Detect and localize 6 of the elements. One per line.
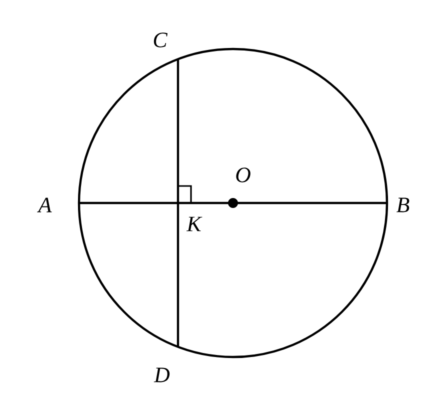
point-label: B [396, 198, 410, 212]
point-label: O [236, 168, 250, 182]
point-label: K [186, 216, 202, 232]
point-label: C [154, 32, 168, 48]
point-label: D [154, 368, 170, 382]
point-label: A [37, 198, 52, 212]
